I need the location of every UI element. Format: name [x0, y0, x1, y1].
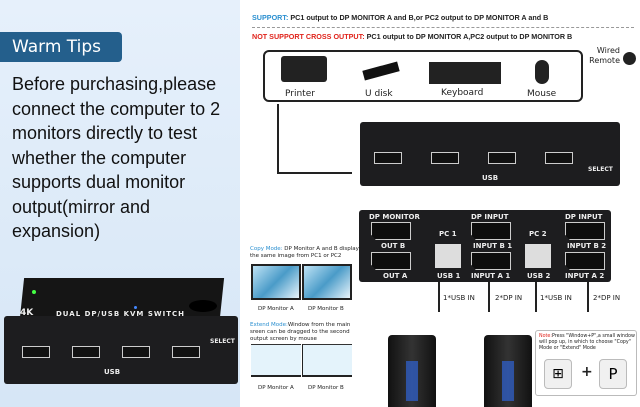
warm-tips-badge: Warm Tips — [0, 32, 122, 62]
usb2-label: USB 2 — [527, 272, 551, 280]
copy-mode-text: DP Monitor A and B display the same imag… — [250, 246, 359, 259]
usb-b-port-2 — [525, 244, 551, 268]
usb-port — [172, 346, 200, 358]
monitor-b-label: DP Monitor B — [308, 306, 344, 312]
dp-port-input-a1 — [471, 252, 511, 270]
copy-mode-title: Copy Mode: — [250, 246, 283, 252]
monitor-a-icon — [251, 264, 301, 300]
usb-in-label: 1*USB IN — [443, 294, 475, 302]
usb-port — [488, 152, 516, 164]
dp-port-input-a2 — [565, 252, 605, 270]
usb-disk-icon — [362, 61, 400, 81]
peripherals-box: Printer U disk Keyboard Mouse — [263, 50, 583, 102]
pc1-tower-icon — [388, 335, 436, 407]
monitor-a-icon — [251, 344, 301, 377]
usb-port — [22, 346, 50, 358]
note-text: Press "Window+P",a small window will pop… — [539, 334, 635, 351]
dp-in-label: 2*DP IN — [495, 294, 523, 302]
peripheral-label: Printer — [285, 89, 315, 99]
p-key-icon: P — [599, 359, 627, 389]
peripheral-label: U disk — [365, 89, 393, 99]
dp-port-input-b2 — [565, 222, 605, 240]
wired-remote-label: Wired Remote — [589, 46, 620, 65]
out-a-label: OUT A — [383, 272, 408, 280]
peripheral-label: Keyboard — [441, 88, 484, 98]
extend-mode-title: Extend Mode: — [250, 322, 288, 328]
dp-port-out-b — [371, 222, 411, 240]
usb-port — [72, 346, 100, 358]
mouse-icon — [535, 60, 549, 84]
usb-label: USB — [104, 368, 121, 376]
not-support-text: PC1 output to DP MONITOR A,PC2 output to… — [366, 32, 573, 41]
not-support-line: NOT SUPPORT CROSS OUTPUT: PC1 output to … — [252, 32, 572, 41]
kvm-switch-front-photo: 4K DUAL DP/USB KVM SWITCH USB SELECT — [4, 278, 238, 386]
kvm-switch-front: USB SELECT — [360, 122, 620, 186]
monitor-a-label: DP Monitor A — [258, 385, 294, 391]
usb-b-port-1 — [435, 244, 461, 268]
wired-remote-icon — [623, 52, 636, 65]
usb-in-label: 1*USB IN — [540, 294, 572, 302]
input-b2-label: INPUT B 2 — [567, 242, 607, 250]
support-prefix: SUPPORT: — [252, 13, 289, 22]
monitor-b-label: DP Monitor B — [308, 385, 344, 391]
monitor-a-label: DP Monitor A — [258, 306, 294, 312]
windows-key-icon: ⊞ — [544, 359, 572, 389]
support-line: SUPPORT: PC1 output to DP MONITOR A and … — [252, 13, 548, 22]
input-b1-label: INPUT B 1 — [473, 242, 513, 250]
warm-tips-text: Before purchasing,please connect the com… — [12, 74, 221, 241]
brand-4k-logo: 4K — [20, 308, 34, 318]
dp-input-label: DP INPUT — [471, 213, 509, 221]
pc2-tower-icon — [484, 335, 532, 407]
pc1-label: PC 1 — [439, 230, 457, 238]
monitor-b-icon — [302, 264, 352, 300]
note-title: Note: — [539, 334, 552, 339]
dp-in-label: 2*DP IN — [593, 294, 621, 302]
copy-mode-description: Copy Mode: DP Monitor A and B display th… — [250, 246, 360, 260]
note-box: Note:Press "Window+P",a small window wil… — [535, 330, 637, 396]
peripheral-label: Mouse — [527, 89, 557, 99]
printer-icon — [281, 56, 327, 82]
dp-input-label: DP INPUT — [565, 213, 603, 221]
input-a1-label: INPUT A 1 — [471, 272, 511, 280]
usb-port — [431, 152, 459, 164]
not-support-prefix: NOT SUPPORT CROSS OUTPUT: — [252, 32, 365, 41]
monitor-b-icon — [302, 344, 352, 377]
select-label: SELECT — [588, 166, 613, 173]
usb-port — [122, 346, 150, 358]
support-text: PC1 output to DP MONITOR A and B,or PC2 … — [290, 13, 549, 22]
usb-port — [545, 152, 573, 164]
input-a2-label: INPUT A 2 — [565, 272, 605, 280]
select-label: SELECT — [210, 338, 235, 345]
dp-monitor-label: DP MONITOR — [369, 213, 420, 221]
plus-sign: + — [581, 364, 593, 380]
dp-port-out-a — [371, 252, 411, 270]
extend-mode-text: Window from the main sreen can be dragge… — [250, 322, 351, 342]
pc2-label: PC 2 — [529, 230, 547, 238]
keyboard-icon — [429, 62, 501, 84]
warm-tips-panel: Warm Tips Before purchasing,please conne… — [0, 0, 240, 407]
usb-label: USB — [482, 174, 499, 182]
extend-mode-description: Extend Mode:Window from the main sreen c… — [250, 322, 360, 343]
usb-port — [374, 152, 402, 164]
out-b-label: OUT B — [381, 242, 406, 250]
kvm-switch-back: DP MONITOR OUT B OUT A PC 1 USB 1 DP INP… — [359, 210, 611, 282]
dp-port-input-b1 — [471, 222, 511, 240]
device-title: DUAL DP/USB KVM SWITCH — [56, 310, 185, 318]
usb1-label: USB 1 — [437, 272, 461, 280]
